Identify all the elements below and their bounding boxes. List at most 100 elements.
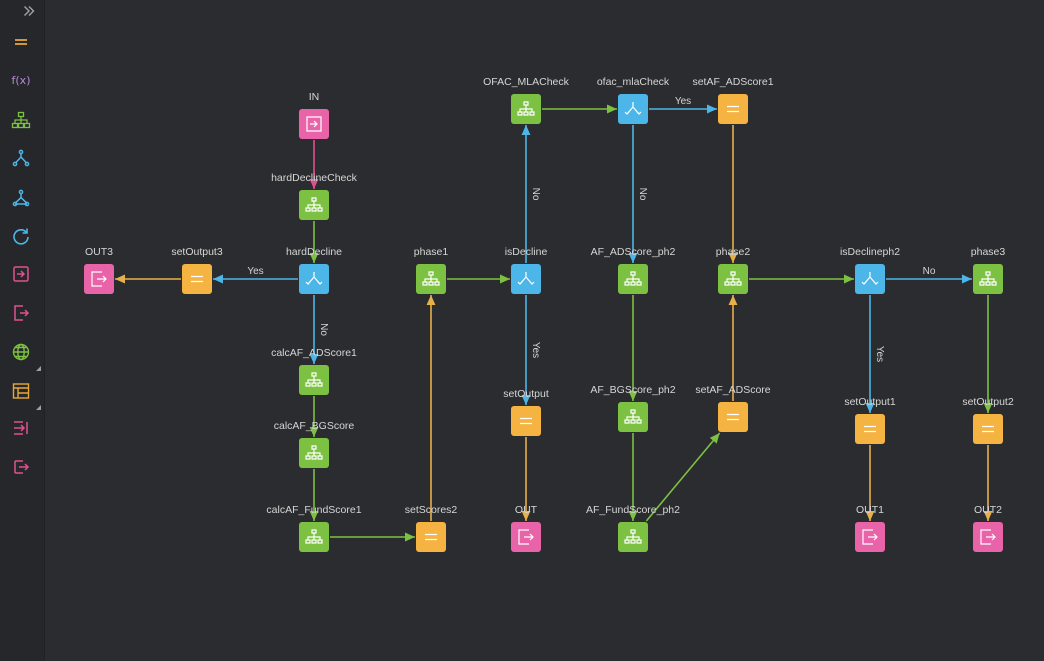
node-label: setAF_ADScore <box>695 384 770 396</box>
equals-icon <box>15 39 27 45</box>
double-chevron-right-icon[interactable] <box>20 1 38 21</box>
node-OUT1[interactable]: OUT1 <box>855 504 885 552</box>
node-OUT[interactable]: OUT <box>511 504 541 552</box>
tool-data-table[interactable] <box>9 379 33 403</box>
branch-icon <box>305 272 323 285</box>
node-label: setOutput1 <box>844 396 896 408</box>
tool-loop[interactable] <box>9 224 33 248</box>
branch-icon <box>517 272 535 285</box>
node-box[interactable] <box>718 94 748 124</box>
node-phase3[interactable]: phase3 <box>971 246 1006 294</box>
input-icon <box>13 266 29 282</box>
node-OUT2[interactable]: OUT2 <box>973 504 1003 552</box>
hierarchy-icon <box>624 271 642 286</box>
output-icon <box>91 271 107 287</box>
node-isDecline[interactable]: isDecline <box>505 246 548 294</box>
end-input-icon <box>14 421 28 435</box>
equals-icon <box>191 275 203 283</box>
output-icon <box>862 529 878 545</box>
node-box[interactable] <box>718 402 748 432</box>
node-calcAF_BGScore[interactable]: calcAF_BGScore <box>274 420 355 468</box>
node-phase1[interactable]: phase1 <box>414 246 449 294</box>
node-label: hardDecline <box>286 246 342 258</box>
input-icon <box>306 116 322 132</box>
node-label: setScores2 <box>405 504 458 516</box>
branch-icon <box>624 102 642 115</box>
node-label: setAF_ADScore1 <box>692 76 773 88</box>
loop-icon <box>13 228 29 245</box>
node-setScores2[interactable]: setScores2 <box>405 504 458 552</box>
node-IN[interactable]: IN <box>299 91 329 139</box>
hierarchy-icon <box>517 101 535 116</box>
node-box[interactable] <box>973 414 1003 444</box>
equals-icon <box>727 413 739 421</box>
edge-AF_FundScore_ph2-to-setAF_ADScore[interactable] <box>645 432 721 522</box>
node-label: AF_ADScore_ph2 <box>591 246 676 258</box>
node-phase2[interactable]: phase2 <box>716 246 751 294</box>
node-ofac_mlaCheck[interactable]: ofac_mlaCheck <box>597 76 670 124</box>
node-label: AF_FundScore_ph2 <box>586 504 680 516</box>
node-setOutput1[interactable]: setOutput1 <box>844 396 896 444</box>
node-label: OFAC_MLACheck <box>483 76 570 88</box>
tool-output[interactable] <box>9 301 33 325</box>
node-box[interactable] <box>855 264 885 294</box>
hierarchy-icon <box>305 197 323 212</box>
edge-label-ofac_mlaCheck-to-AF_ADScore_ph2: No <box>637 188 648 201</box>
node-isDeclineph2[interactable]: isDeclineph2 <box>840 246 900 294</box>
tool-web-service[interactable] <box>9 340 33 364</box>
node-AF_ADScore_ph2[interactable]: AF_ADScore_ph2 <box>591 246 676 294</box>
node-label: setOutput3 <box>171 246 223 258</box>
output-icon <box>14 305 30 321</box>
edge-label-isDecline-to-OFAC_MLACheck: No <box>530 188 541 201</box>
tool-branch[interactable] <box>9 146 33 170</box>
function-icon: f(x) <box>11 73 31 87</box>
node-setOutput2[interactable]: setOutput2 <box>962 396 1014 444</box>
submenu-indicator <box>36 366 41 371</box>
node-box[interactable] <box>416 522 446 552</box>
edge-label-hardDecline-to-calcAF_ADScore1: No <box>318 323 329 336</box>
tool-function[interactable]: f(x) <box>9 68 33 92</box>
tool-end-in[interactable] <box>9 416 33 440</box>
node-box[interactable] <box>182 264 212 294</box>
submenu-indicator <box>36 405 41 410</box>
node-setAF_ADScore[interactable]: setAF_ADScore <box>695 384 771 432</box>
tool-assign[interactable] <box>9 30 33 54</box>
node-OUT3[interactable]: OUT3 <box>84 246 114 294</box>
node-calcAF_FundScore1[interactable]: calcAF_FundScore1 <box>266 504 362 552</box>
node-AF_FundScore_ph2[interactable]: AF_FundScore_ph2 <box>586 504 680 552</box>
node-box[interactable] <box>299 264 329 294</box>
globe-icon <box>12 343 30 361</box>
hierarchy-icon <box>624 409 642 424</box>
equals-icon <box>864 425 876 433</box>
node-label: OUT3 <box>85 246 113 258</box>
node-setAF_ADScore1[interactable]: setAF_ADScore1 <box>692 76 774 124</box>
node-OFAC_MLACheck[interactable]: OFAC_MLACheck <box>483 76 570 124</box>
edge-label-ofac_mlaCheck-to-setAF_ADScore1: Yes <box>675 96 691 107</box>
node-label: setOutput <box>503 388 549 400</box>
node-box[interactable] <box>511 406 541 436</box>
equals-icon <box>425 533 437 541</box>
edge-label-isDeclineph2-to-phase3: No <box>923 266 936 277</box>
node-box[interactable] <box>855 414 885 444</box>
node-hardDecline[interactable]: hardDecline <box>286 246 342 294</box>
tool-input[interactable] <box>9 262 33 286</box>
node-label: calcAF_BGScore <box>274 420 355 432</box>
end-output-icon <box>14 460 30 474</box>
tool-subflow[interactable] <box>9 108 33 132</box>
tool-merge-branch[interactable] <box>9 186 33 210</box>
output-icon <box>518 529 534 545</box>
node-setOutput[interactable]: setOutput <box>503 388 549 436</box>
node-label: hardDeclineCheck <box>271 172 358 184</box>
tool-end-out[interactable] <box>9 455 33 479</box>
equals-icon <box>727 105 739 113</box>
node-box[interactable] <box>511 264 541 294</box>
hierarchy-icon <box>305 372 323 387</box>
node-calcAF_ADScore1[interactable]: calcAF_ADScore1 <box>271 347 357 395</box>
node-AF_BGScore_ph2[interactable]: AF_BGScore_ph2 <box>590 384 676 432</box>
node-setOutput3[interactable]: setOutput3 <box>171 246 223 294</box>
hierarchy-icon <box>305 445 323 460</box>
node-box[interactable] <box>618 94 648 124</box>
node-hardDeclineCheck[interactable]: hardDeclineCheck <box>271 172 358 220</box>
